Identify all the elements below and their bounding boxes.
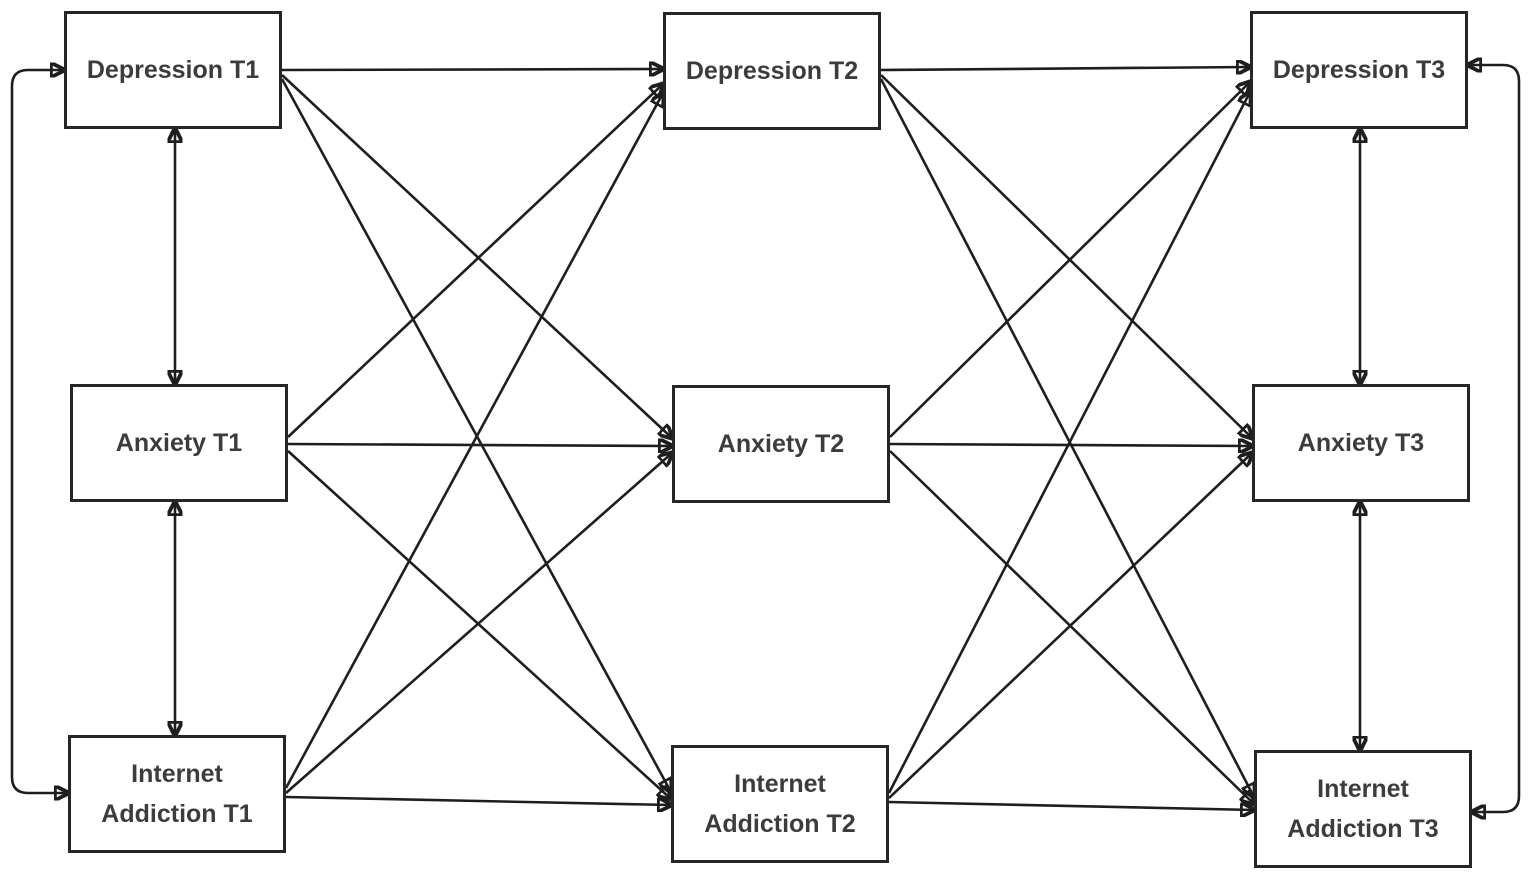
node-label: Anxiety T3 — [1297, 429, 1425, 457]
arrow-anxiety-t1-to-anxiety-t2 — [287, 444, 672, 446]
node-depression-t3: Depression T3 — [1250, 11, 1468, 129]
node-label: Depression T1 — [86, 56, 260, 84]
arrow-anxiety-t2-to-depression-t3 — [889, 82, 1250, 438]
covariance-depression-t1-internet-addiction-t1-left-bracket — [10, 70, 68, 793]
arrow-anxiety-t1-to-internet-addiction-t2 — [287, 450, 671, 799]
node-label: Anxiety T2 — [717, 430, 845, 458]
node-label: Internet — [734, 770, 826, 798]
node-label-line2: Addiction T2 — [704, 810, 856, 838]
node-internet-addiction-t1: Internet Addiction T1 — [68, 735, 286, 853]
arrow-anxiety-t2-to-anxiety-t3 — [889, 444, 1252, 446]
node-anxiety-t1: Anxiety T1 — [70, 384, 288, 502]
node-label: Anxiety T1 — [115, 429, 243, 457]
node-internet-addiction-t3: Internet Addiction T3 — [1254, 750, 1472, 868]
node-anxiety-t2: Anxiety T2 — [672, 385, 890, 503]
covariance-depression-t3-internet-addiction-t3-right-bracket — [1468, 65, 1521, 812]
arrow-anxiety-t1-to-depression-t2 — [287, 84, 663, 438]
arrow-internet-addiction-t2-to-internet-addiction-t3 — [888, 800, 1254, 810]
node-label: Internet — [1317, 775, 1409, 803]
node-anxiety-t3: Anxiety T3 — [1252, 384, 1470, 502]
arrow-internet-addiction-t2-to-anxiety-t3 — [888, 453, 1252, 799]
node-label-line2: Addiction T1 — [101, 800, 253, 828]
arrow-internet-addiction-t1-to-anxiety-t2 — [285, 453, 672, 794]
arrow-depression-t2-to-anxiety-t3 — [880, 74, 1252, 438]
arrow-internet-addiction-t1-to-depression-t2 — [284, 93, 663, 789]
arrow-internet-addiction-t2-to-depression-t3 — [887, 92, 1250, 794]
arrow-internet-addiction-t1-to-internet-addiction-t2 — [285, 795, 671, 805]
arrow-depression-t1-to-anxiety-t2 — [281, 74, 672, 438]
arrow-depression-t1-to-depression-t2 — [281, 69, 663, 70]
node-label: Depression T3 — [1272, 56, 1446, 84]
node-label-line2: Addiction T3 — [1287, 815, 1439, 843]
node-label: Internet — [131, 760, 223, 788]
node-depression-t1: Depression T1 — [64, 11, 282, 129]
arrow-depression-t2-to-depression-t3 — [880, 67, 1250, 70]
node-internet-addiction-t2: Internet Addiction T2 — [671, 745, 889, 863]
arrow-depression-t2-to-internet-addiction-t3 — [879, 78, 1254, 797]
node-label: Depression T2 — [685, 57, 859, 85]
arrow-anxiety-t2-to-internet-addiction-t3 — [889, 450, 1254, 804]
node-depression-t2: Depression T2 — [663, 12, 881, 130]
